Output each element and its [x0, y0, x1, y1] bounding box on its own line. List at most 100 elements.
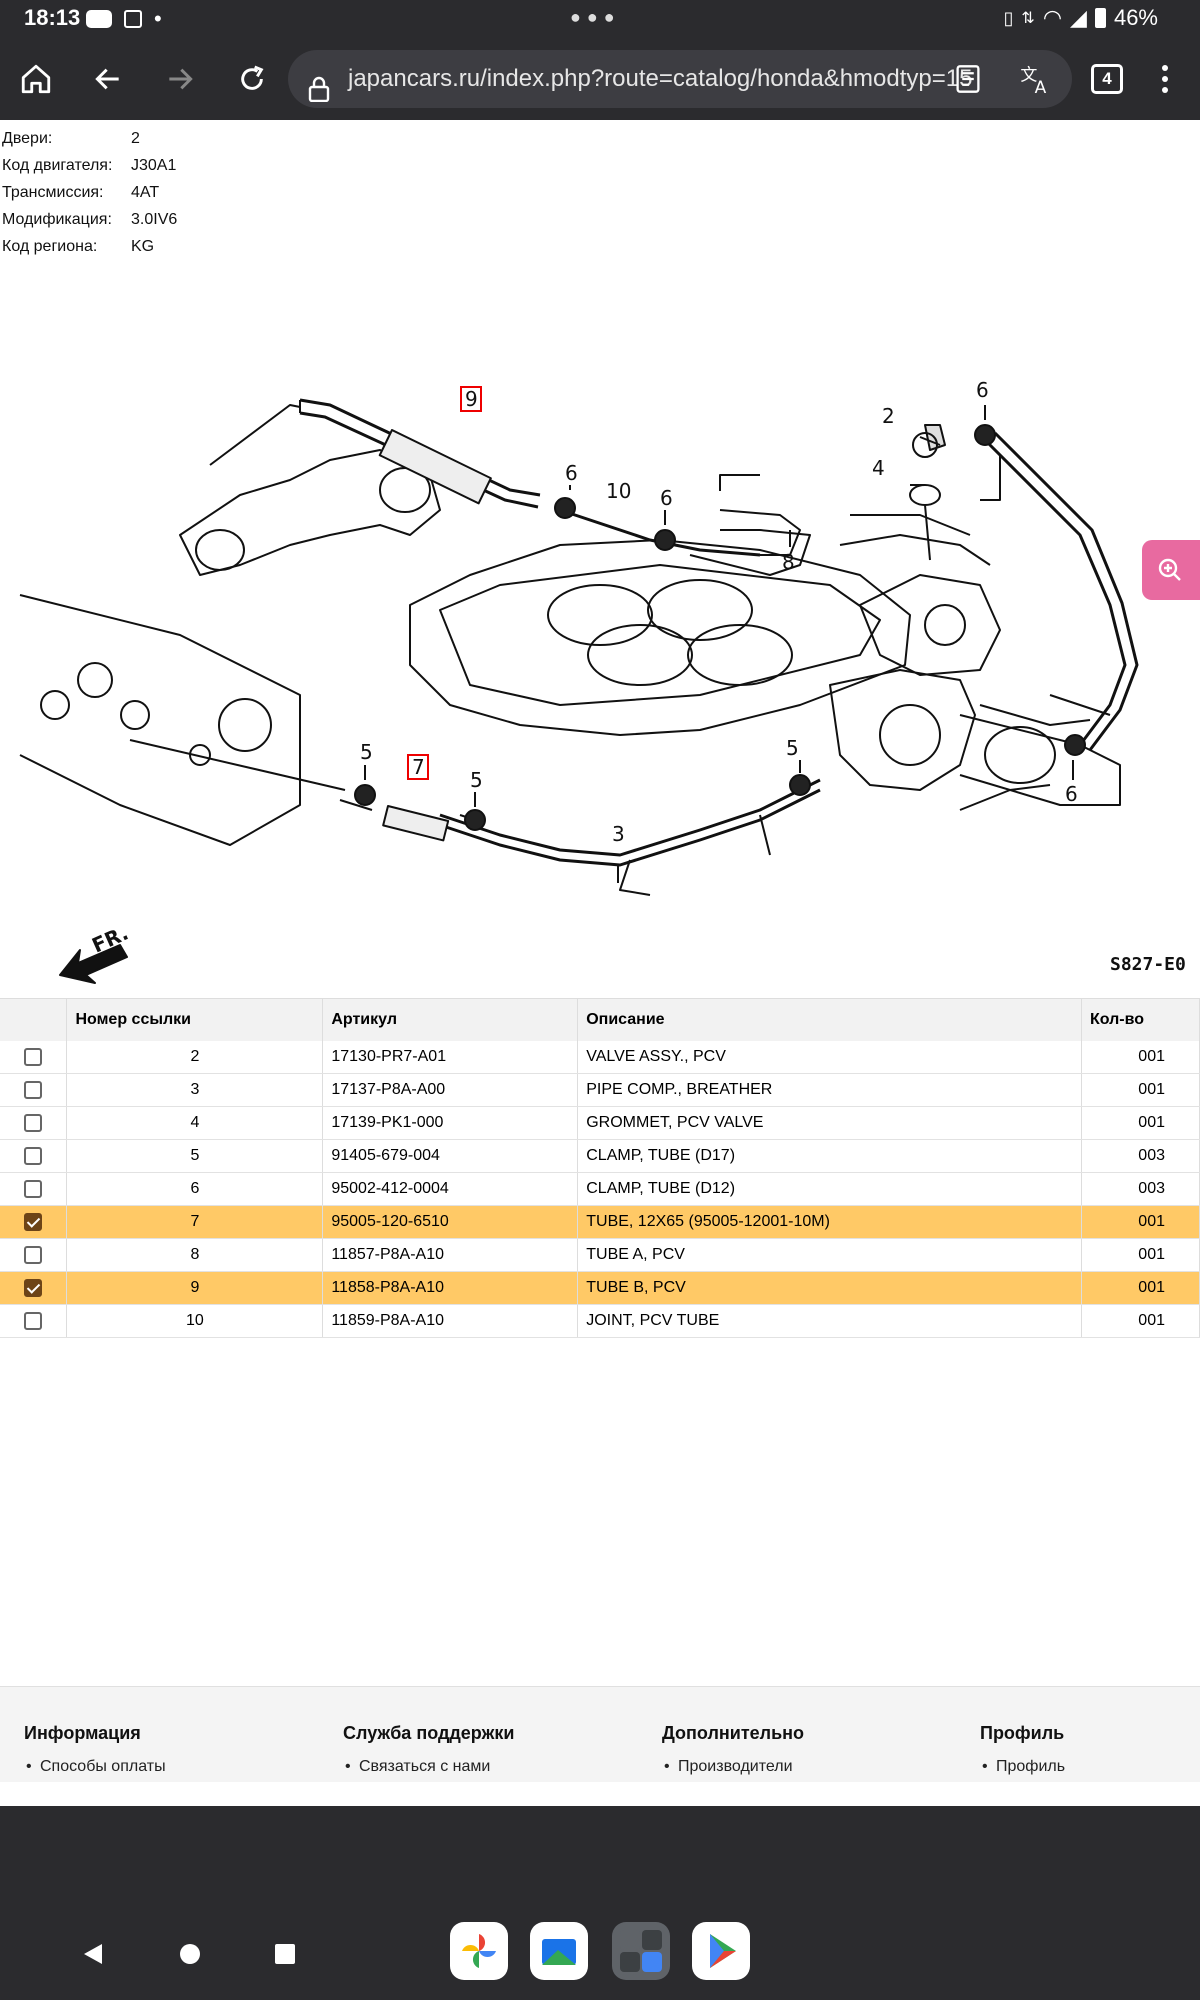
callout-9-highlighted[interactable]: 9 [465, 387, 478, 411]
system-icons: ▯ ⇅ ◠ ◢ 46% [1004, 5, 1158, 31]
ref-cell: 4 [66, 1106, 324, 1140]
svg-text:A: A [1035, 78, 1047, 96]
nav-recents-button[interactable] [274, 1943, 296, 1970]
back-arrow-icon [95, 68, 119, 90]
ref-cell: 7 [66, 1205, 324, 1239]
row-checkbox[interactable] [24, 1113, 43, 1132]
footer-links: ПроизводителиСпециальное предложение [662, 1758, 883, 1782]
qty-cell: 003 [1081, 1172, 1200, 1206]
description-cell: CLAMP, TUBE (D12) [577, 1172, 1082, 1206]
app-play-store[interactable] [692, 1922, 750, 1980]
footer-link[interactable]: Профиль [982, 1758, 1119, 1776]
url-bar[interactable]: japancars.ru/index.php?route=catalog/hon… [288, 50, 1072, 108]
app-files[interactable] [530, 1922, 588, 1980]
row-checkbox-cell [0, 1106, 68, 1140]
browser-toolbar: japancars.ru/index.php?route=catalog/hon… [0, 38, 1200, 120]
back-button[interactable] [84, 55, 132, 103]
app-photos[interactable] [450, 1922, 508, 1980]
row-checkbox-cell [0, 1205, 68, 1239]
footer-column: ИнформацияСпособы оплатыСпособы доставки [24, 1723, 178, 1782]
row-checkbox[interactable] [24, 1047, 43, 1066]
description-cell: TUBE B, PCV [577, 1271, 1082, 1305]
files-icon [542, 1939, 576, 1965]
parts-diagram[interactable]: FR. 2 3 4 5 5 5 6 6 6 6 8 10 1 9 7 S827-… [0, 285, 1200, 990]
row-checkbox-cell [0, 1172, 68, 1206]
callout-6a: 6 [565, 461, 578, 485]
description-cell: JOINT, PCV TUBE [577, 1304, 1082, 1338]
qty-cell: 003 [1081, 1139, 1200, 1173]
article-cell: 91405-679-004 [322, 1139, 579, 1173]
home-icon [21, 64, 51, 94]
article-cell: 11859-P8A-A10 [322, 1304, 579, 1338]
app-calculator[interactable] [612, 1922, 670, 1980]
row-checkbox-cell [0, 1304, 68, 1338]
row-checkbox[interactable] [24, 1146, 43, 1165]
page-content: Двери:2 Код двигателя:J30A1 Трансмиссия:… [0, 120, 1200, 1806]
ref-cell: 2 [66, 1040, 324, 1074]
zoom-button[interactable] [1142, 540, 1200, 600]
tab-switcher-button[interactable]: 4 [1091, 64, 1123, 94]
footer-column: Служба поддержкиСвязаться с намиВозвраты [343, 1723, 514, 1782]
system-nav-bar [0, 1906, 1200, 2000]
callout-6c: 6 [976, 378, 989, 402]
forward-button[interactable] [156, 55, 204, 103]
callout-7-highlighted[interactable]: 7 [412, 755, 425, 779]
reload-button[interactable] [228, 55, 276, 103]
row-checkbox-cell [0, 1271, 68, 1305]
nav-home-icon [180, 1944, 200, 1964]
ref-cell: 5 [66, 1139, 324, 1173]
nav-back-icon [84, 1944, 102, 1964]
footer-column-title: Служба поддержки [343, 1723, 515, 1743]
menu-button[interactable] [1150, 55, 1180, 103]
url-text: japancars.ru/index.php?route=catalog/hon… [348, 65, 973, 92]
footer-column: ДополнительноПроизводителиСпециальное пр… [662, 1723, 883, 1782]
footer-link[interactable]: Связаться с нами [345, 1758, 514, 1776]
footer-links: Связаться с намиВозвраты [343, 1758, 514, 1782]
callout-8: 8 [782, 550, 795, 574]
ref-cell: 6 [66, 1172, 324, 1206]
row-checkbox[interactable] [24, 1179, 43, 1198]
nav-recents-icon [275, 1944, 295, 1964]
footer-column-title: Информация [24, 1723, 141, 1743]
description-cell: TUBE A, PCV [577, 1238, 1082, 1272]
footer-link[interactable]: Способы оплаты [26, 1758, 178, 1776]
photos-icon [462, 1934, 496, 1968]
footer-column: ПрофильПрофильИстория заказов [980, 1723, 1119, 1782]
row-checkbox[interactable] [24, 1080, 43, 1099]
article-cell: 11857-P8A-A10 [322, 1238, 579, 1272]
row-checkbox[interactable] [24, 1311, 43, 1330]
article-cell: 17130-PR7-A01 [322, 1040, 579, 1074]
home-button[interactable] [12, 55, 60, 103]
reader-mode-button[interactable] [944, 55, 992, 103]
ref-cell: 9 [66, 1271, 324, 1305]
notification-icons: • [86, 6, 162, 32]
footer-link[interactable]: Производители [664, 1758, 883, 1776]
callout-6b: 6 [660, 486, 673, 510]
nav-back-button[interactable] [82, 1942, 104, 1971]
wifi-icon: ◠ [1042, 5, 1063, 30]
battery-icon [1094, 8, 1106, 28]
lock-icon [308, 66, 330, 108]
footer-links: ПрофильИстория заказов [980, 1758, 1119, 1782]
ref-cell: 8 [66, 1238, 324, 1272]
row-checkbox[interactable] [24, 1278, 43, 1297]
more-vert-icon [1162, 65, 1168, 93]
row-checkbox[interactable] [24, 1212, 43, 1231]
nav-home-button[interactable] [178, 1942, 202, 1971]
row-checkbox[interactable] [24, 1245, 43, 1264]
calculator-icon [620, 1930, 662, 1972]
description-cell: VALVE ASSY., PCV [577, 1040, 1082, 1074]
description-cell: CLAMP, TUBE (D17) [577, 1139, 1082, 1173]
